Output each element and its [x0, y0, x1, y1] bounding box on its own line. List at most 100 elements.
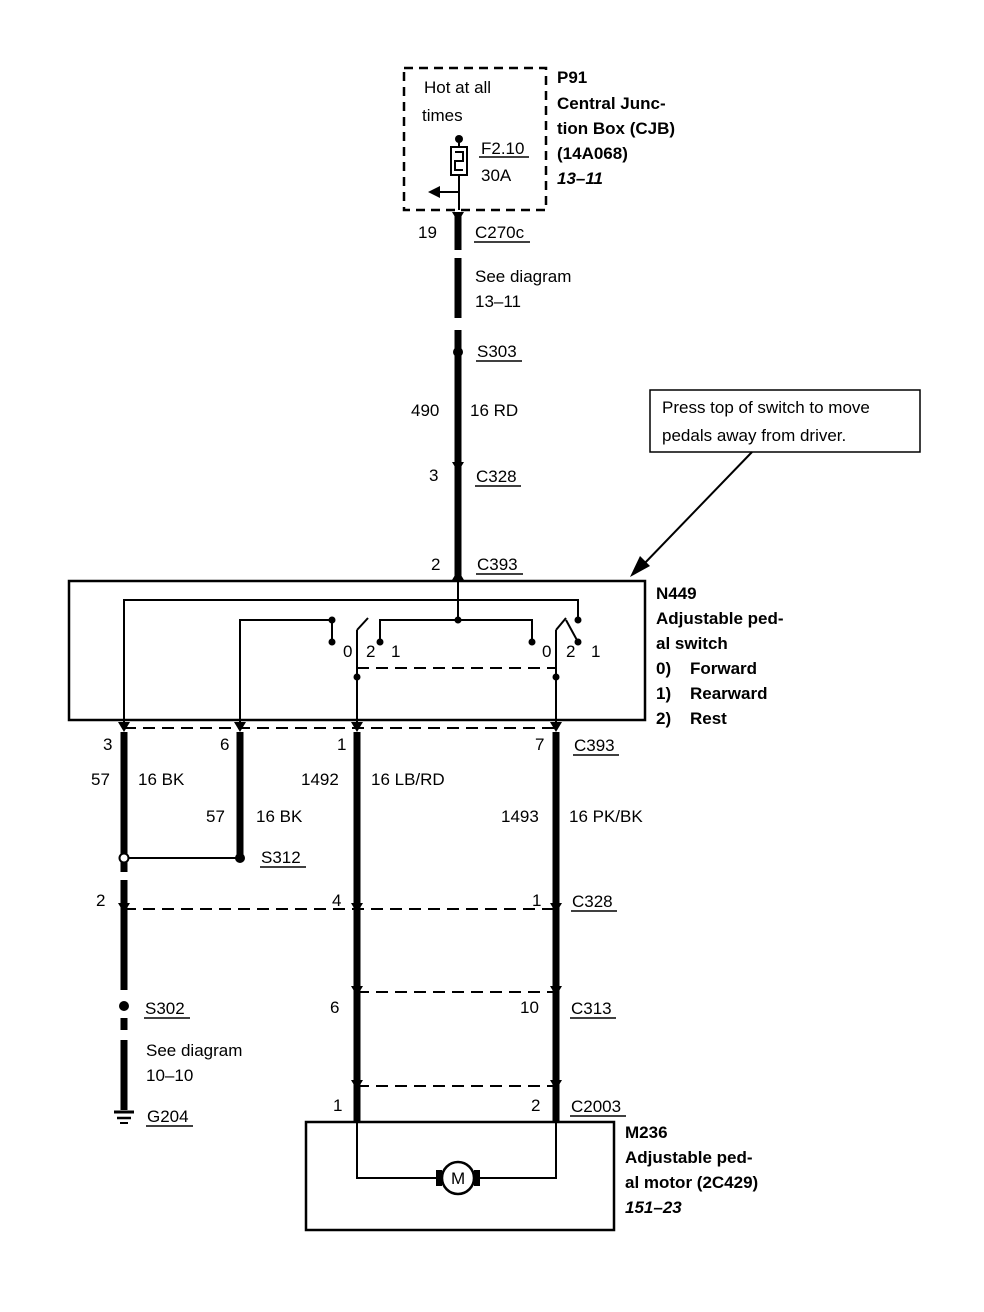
- motor-brush-right-icon: [474, 1170, 480, 1186]
- upper-circuit: 490: [411, 401, 439, 420]
- c393-upper-pin: 2: [431, 555, 440, 574]
- cjb-id: P91: [557, 68, 587, 87]
- c393-upper-label: C393: [477, 555, 518, 574]
- c2003-pin-b: 2: [531, 1096, 540, 1115]
- left-p2-contact: [376, 638, 384, 646]
- s302-splice-icon: [119, 1001, 129, 1011]
- lower-see-diagram-line2: 10–10: [146, 1066, 193, 1085]
- c2003-pin-a: 1: [333, 1096, 342, 1115]
- motor-box: [304, 1120, 616, 1232]
- c328-upper-pin: 3: [429, 466, 438, 485]
- wire-a-gauge: 16 BK: [138, 770, 185, 789]
- ground-icon: [114, 1110, 134, 1124]
- c393-lower-pin-a: 3: [103, 735, 112, 754]
- right-contact-link: [565, 619, 579, 643]
- c328-lower-pin-c: 1: [532, 891, 541, 910]
- upper-see-diagram-line2: 13–11: [475, 292, 521, 311]
- switch-pos2-num: 2): [656, 709, 671, 728]
- c328-upper-label: C328: [476, 467, 517, 486]
- switch-pos0-label: Forward: [690, 659, 757, 678]
- wire-d-circuit: 1493: [501, 807, 539, 826]
- right-p1-contact: [574, 616, 582, 624]
- motor-icon: [440, 1160, 476, 1196]
- s312-wire-a-node: [118, 852, 130, 864]
- switch-title-line1: Adjustable ped-: [656, 609, 784, 628]
- wire-b-circuit: 57: [206, 807, 225, 826]
- cjb-part-no: (14A068): [557, 144, 628, 163]
- wire-c-circuit: 1492: [301, 770, 339, 789]
- c328-lower-pin1-icon: [550, 903, 562, 913]
- c328-upper-connector-icon: [452, 462, 464, 472]
- cjb-hot-line1: Hot at all: [424, 78, 491, 97]
- c328-lower-pin-a: 2: [96, 891, 105, 910]
- fuse-rating: 30A: [481, 166, 512, 185]
- c270c-pin: 19: [418, 223, 437, 242]
- switch-pos0-num: 0): [656, 659, 671, 678]
- switch-right-p0: 0: [542, 642, 551, 661]
- switch-right-p1: 1: [591, 642, 600, 661]
- wire-c-gauge: 16 LB/RD: [371, 770, 445, 789]
- cjb-title-line1: Central Junc-: [557, 94, 666, 113]
- switch-title-line2: al switch: [656, 634, 728, 653]
- c2003-label: C2003: [571, 1097, 621, 1116]
- wire-d-gauge: 16 PK/BK: [569, 807, 643, 826]
- motor-symbol: M: [451, 1169, 465, 1188]
- c313-pin10-icon: [550, 986, 562, 996]
- motor-id: M236: [625, 1123, 668, 1142]
- switch-id: N449: [656, 584, 697, 603]
- s303-splice-icon: [453, 347, 463, 357]
- g204-label: G204: [147, 1107, 189, 1126]
- c393-lower-pin-b: 6: [220, 735, 229, 754]
- c313-pin-b: 10: [520, 998, 539, 1017]
- motor-internal-wire: [356, 1122, 557, 1179]
- left-wiper-blade: [356, 617, 369, 631]
- cjb-branch-arrow-icon: [428, 186, 440, 198]
- switch-left-p0: 0: [343, 642, 352, 661]
- wire-b-gauge: 16 BK: [256, 807, 303, 826]
- right-p2-contact: [528, 638, 536, 646]
- c328-lower-pin2-icon: [118, 903, 130, 913]
- motor-page-ref: 151–23: [625, 1198, 682, 1217]
- c328-lower-label: C328: [572, 892, 613, 911]
- c393-lower-label: C393: [574, 736, 615, 755]
- switch-pos2-label: Rest: [690, 709, 727, 728]
- c393-lower-pin7-icon: [550, 722, 562, 732]
- s312-label: S312: [261, 848, 301, 867]
- c328-lower-pin-b: 4: [332, 891, 341, 910]
- upper-see-diagram-line1: See diagram: [475, 267, 571, 286]
- wire-a-circuit: 57: [91, 770, 110, 789]
- callout-arrow-icon: [630, 556, 650, 577]
- callout-line2: pedals away from driver.: [662, 426, 846, 445]
- cjb-box: [402, 66, 548, 212]
- c328-lower-pin4-icon: [351, 903, 363, 913]
- switch-rest-bus: [379, 619, 533, 642]
- motor-title-line1: Adjustable ped-: [625, 1148, 753, 1167]
- c2003-pin1-icon: [351, 1080, 363, 1090]
- switch-left-p1: 1: [391, 642, 400, 661]
- s302-label: S302: [145, 999, 185, 1018]
- switch-pos1-label: Rearward: [690, 684, 767, 703]
- ground-b-internal: [239, 619, 332, 725]
- s312-splice-icon: [235, 853, 245, 863]
- cjb-page-ref: 13–11: [557, 169, 603, 188]
- fuse-id: F2.10: [481, 139, 524, 158]
- c393-lower-pin-c: 1: [337, 735, 346, 754]
- right-wiper-blade: [555, 617, 567, 631]
- cjb-title-line2: tion Box (CJB): [557, 119, 675, 138]
- callout-line1: Press top of switch to move: [662, 398, 870, 417]
- c393-lower-pin6-icon: [234, 722, 246, 732]
- callout-leader: [641, 451, 753, 567]
- c393-lower-pin3-icon: [118, 722, 130, 732]
- c313-pin6-icon: [351, 986, 363, 996]
- switch-right-p2: 2: [566, 642, 575, 661]
- c393-lower-pin1-icon: [351, 722, 363, 732]
- c2003-pin2-icon: [550, 1080, 562, 1090]
- callout-box: [649, 389, 921, 453]
- c270c-label: C270c: [475, 223, 525, 242]
- cjb-hot-line2: times: [422, 106, 463, 125]
- switch-feed-to-right-p1: [457, 599, 579, 620]
- s303-label: S303: [477, 342, 517, 361]
- ground-a-internal: [123, 599, 458, 725]
- switch-pos1-num: 1): [656, 684, 671, 703]
